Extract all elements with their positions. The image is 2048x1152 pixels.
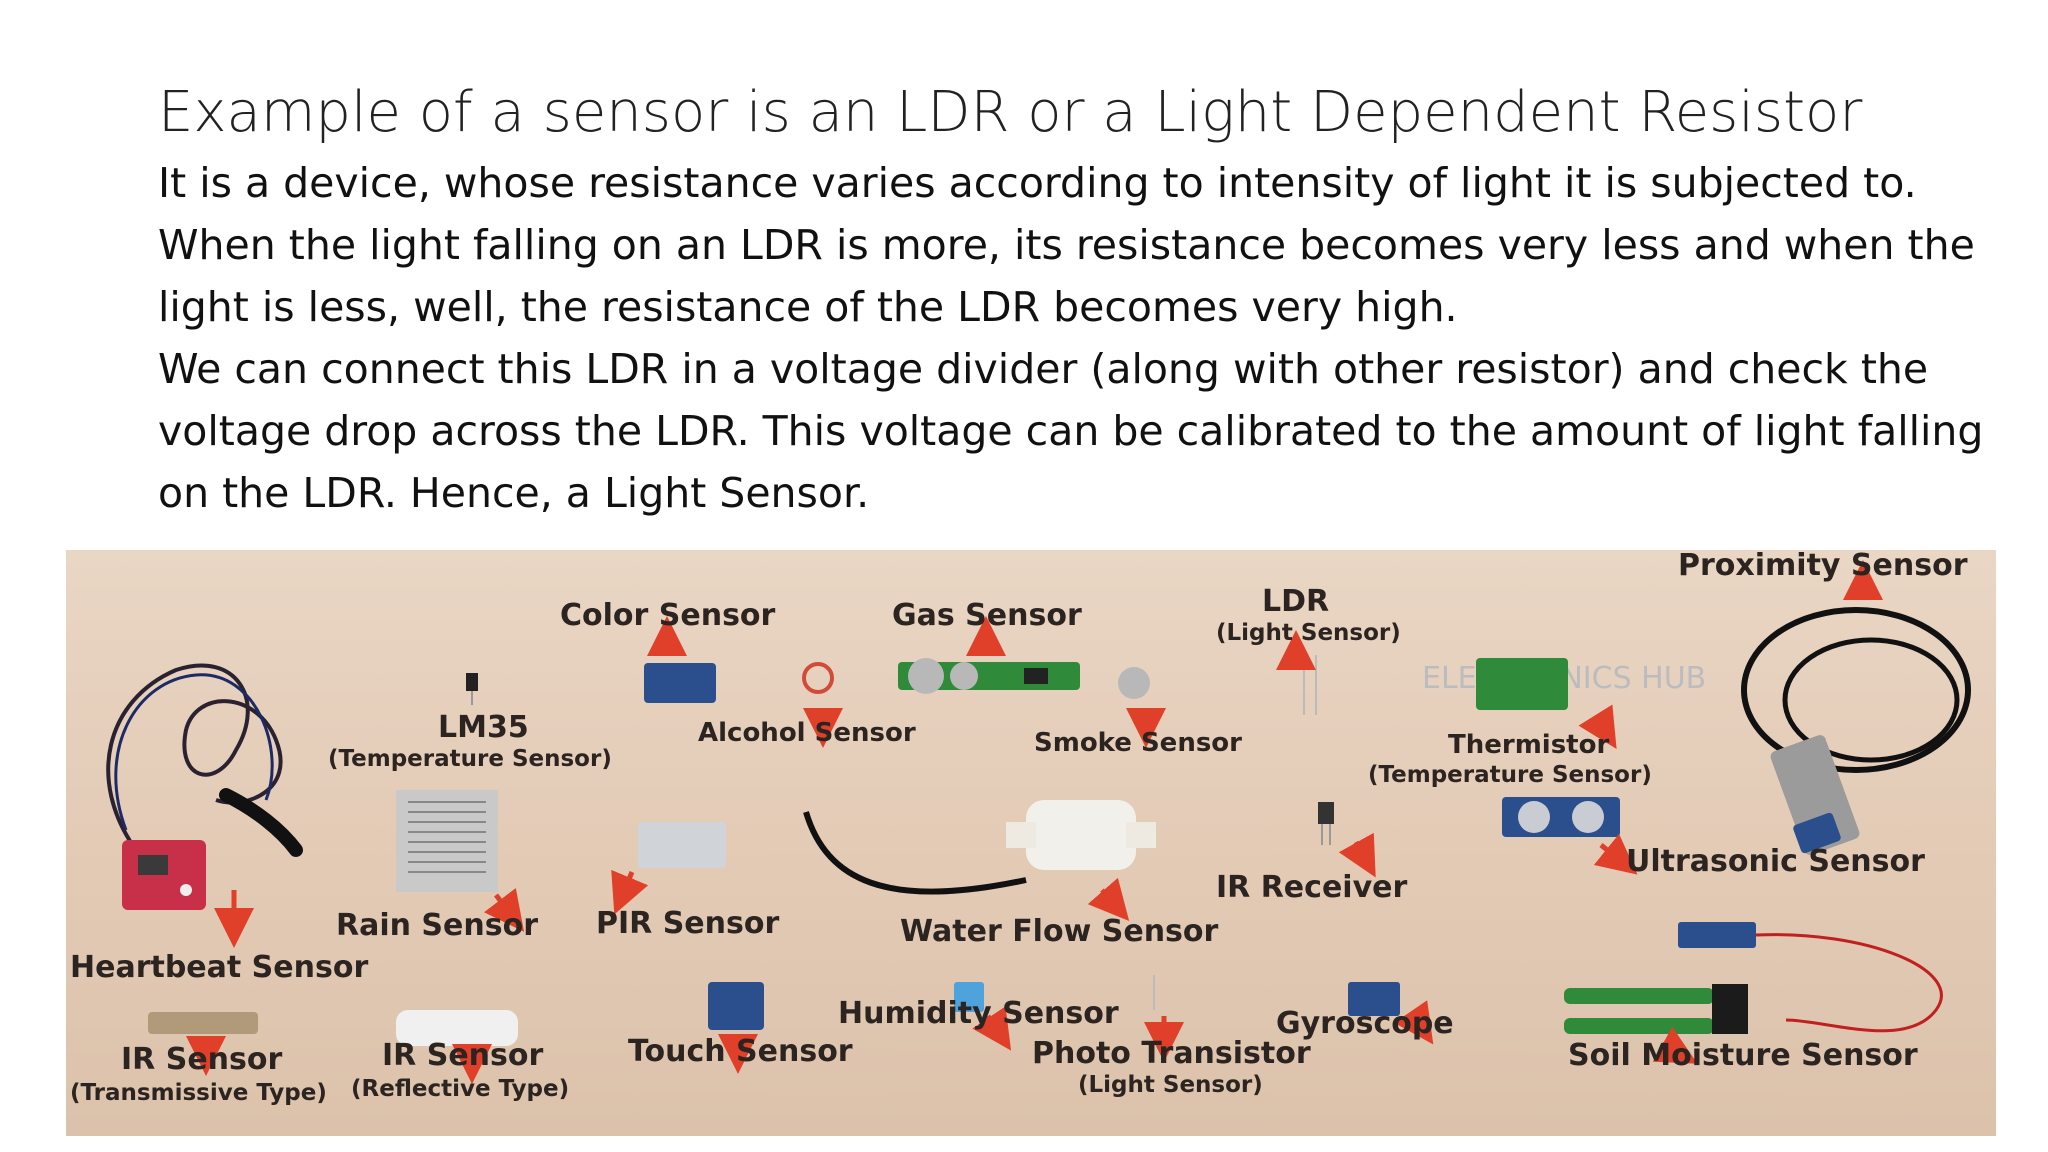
label-thermistor: Thermistor <box>1448 730 1610 760</box>
label-thermistor-sub: (Temperature Sensor) <box>1368 762 1652 788</box>
label-lm35-sub: (Temperature Sensor) <box>328 746 612 772</box>
rain-sensor-graphic <box>396 790 498 892</box>
paragraph-1: It is a device, whose resistance varies … <box>158 159 1917 207</box>
label-soil: Soil Moisture Sensor <box>1568 1038 1918 1073</box>
slide-body: It is a device, whose resistance varies … <box>158 152 1998 524</box>
ir-receiver-graphic <box>1318 802 1334 845</box>
label-color: Color Sensor <box>560 598 776 633</box>
label-ldr: LDR <box>1262 584 1330 619</box>
label-rain: Rain Sensor <box>336 908 539 943</box>
label-ldr-sub: (Light Sensor) <box>1216 620 1401 646</box>
label-touch: Touch Sensor <box>628 1034 853 1069</box>
ir-transmissive-graphic <box>148 1012 258 1034</box>
humidity-sensor-graphic <box>954 982 984 1012</box>
proximity-sensor-graphic <box>1741 607 1971 855</box>
touch-sensor-graphic <box>708 982 764 1030</box>
label-ir-receiver: IR Receiver <box>1216 870 1408 905</box>
lm35-graphic <box>466 673 478 705</box>
label-ir-sensor-1: IR Sensor <box>121 1042 283 1077</box>
label-water-flow: Water Flow Sensor <box>900 914 1219 949</box>
label-ir-sensor-1-sub: (Transmissive Type) <box>70 1080 327 1106</box>
paragraph-2: When the light falling on an LDR is more… <box>158 221 1975 331</box>
label-heartbeat: Heartbeat Sensor <box>70 950 369 985</box>
alcohol-sensor-graphic <box>802 662 834 694</box>
label-pir: PIR Sensor <box>596 906 780 941</box>
sensors-photo: ELECTRONICS HUB <box>66 550 1996 1136</box>
label-photo-transistor: Photo Transistor <box>1032 1036 1311 1071</box>
label-alcohol: Alcohol Sensor <box>698 718 916 748</box>
label-gas: Gas Sensor <box>892 598 1082 633</box>
ldr-graphic <box>1303 655 1317 715</box>
label-gyroscope: Gyroscope <box>1276 1006 1454 1041</box>
soil-moisture-sensor-graphic <box>1564 922 1943 1034</box>
thermistor-graphic <box>1476 658 1568 710</box>
label-ir-sensor-2-sub: (Reflective Type) <box>351 1076 570 1102</box>
paragraph-3: We can connect this LDR in a voltage div… <box>158 345 1984 517</box>
label-smoke: Smoke Sensor <box>1034 728 1242 758</box>
sensors-illustration: ELECTRONICS HUB <box>106 560 1971 1084</box>
label-humidity: Humidity Sensor <box>838 996 1119 1031</box>
water-flow-sensor-graphic <box>803 800 1156 895</box>
pointer-arrows <box>186 560 1883 1084</box>
pir-sensor-graphic <box>638 822 726 868</box>
label-lm35: LM35 <box>438 710 529 745</box>
label-ultrasonic: Ultrasonic Sensor <box>1626 844 1925 879</box>
ultrasonic-sensor-graphic <box>1502 797 1620 837</box>
gyroscope-graphic <box>1348 982 1400 1016</box>
color-sensor-graphic <box>644 663 716 703</box>
label-proximity: Proximity Sensor <box>1678 550 1968 583</box>
label-photo-transistor-sub: (Light Sensor) <box>1078 1072 1263 1098</box>
label-ir-sensor-2: IR Sensor <box>382 1038 544 1073</box>
slide-title: Example of a sensor is an LDR or a Light… <box>158 80 1863 145</box>
ir-reflective-graphic <box>396 1010 518 1046</box>
gas-sensor-graphic <box>898 658 1080 694</box>
heartbeat-sensor-graphic <box>106 663 303 910</box>
smoke-sensor-graphic <box>1118 667 1150 699</box>
